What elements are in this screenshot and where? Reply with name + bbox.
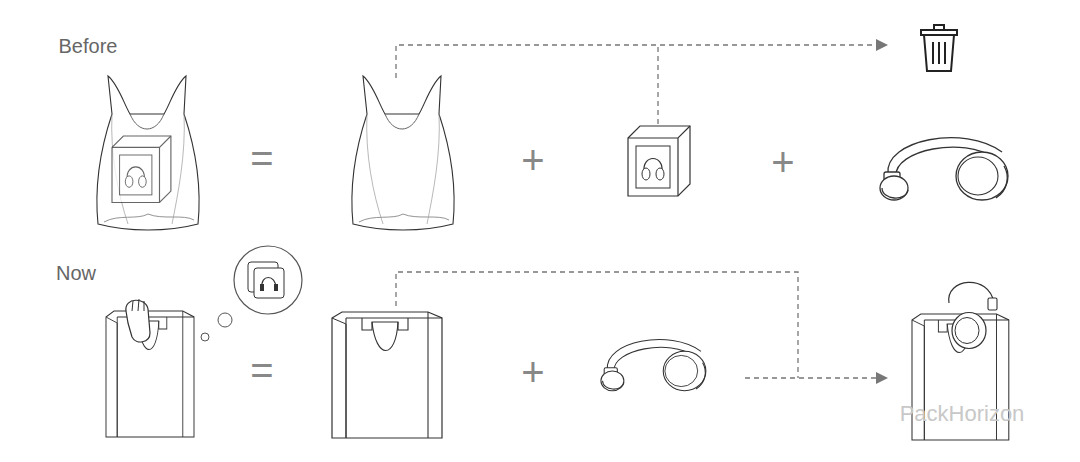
row-label: Now <box>56 263 96 283</box>
dashed-arrow <box>396 45 878 124</box>
trash-can <box>921 25 957 71</box>
plus-sign: + <box>771 142 794 182</box>
arrowhead <box>876 39 888 51</box>
equals-sign: = <box>250 138 273 178</box>
watermark: PackHorizon <box>900 403 1025 425</box>
row-label: Before <box>59 36 118 56</box>
plus-sign: + <box>521 140 544 180</box>
dashed-arrow <box>396 272 878 378</box>
plus-sign: + <box>521 352 544 392</box>
thought-bubble <box>201 246 302 341</box>
equals-sign: = <box>250 350 273 390</box>
arrowhead <box>876 372 888 384</box>
